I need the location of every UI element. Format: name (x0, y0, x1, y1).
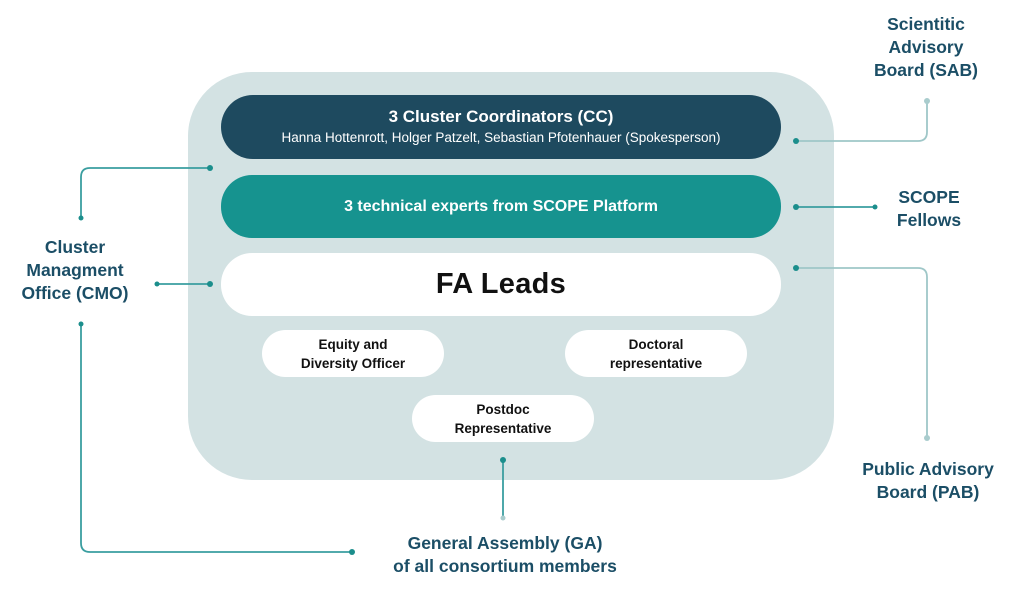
connector-cmo-fa-end-dot (207, 281, 213, 287)
connector-scope-fellows-start-dot (793, 204, 799, 210)
general-assembly-label: General Assembly (GA) of all consortium … (393, 533, 617, 576)
connector-cmo-top (80, 167, 210, 218)
pab-label: Public Advisory Board (PAB) (862, 459, 994, 502)
technical-experts-bar: 3 technical experts from SCOPE Platform (221, 175, 781, 238)
sab-label: Scientitic Advisory Board (SAB) (873, 14, 979, 80)
fa-leads-label: FA Leads (435, 268, 567, 300)
cluster-coordinators-members: Hanna Hottenrott, Holger Patzelt, Sebast… (281, 130, 721, 145)
connector-cmo-fa-start-dot (154, 281, 160, 287)
connector-pab-start-dot (793, 265, 799, 271)
connector-cmo-ga-start-dot (78, 321, 84, 327)
equity-officer-box: Equity and Diversity Officer (262, 330, 444, 377)
postdoc-representative-label: Postdoc Representative (454, 401, 552, 436)
connector-cmo-ga (80, 324, 352, 553)
connector-ga-start-dot (500, 457, 506, 463)
connector-sab (796, 101, 928, 142)
scope-fellows-label: SCOPE Fellows (896, 187, 962, 230)
connector-cmo-top-start-dot (207, 165, 213, 171)
connector-cmo-top-end-dot (78, 215, 84, 221)
cmo-label: Cluster Managment Office (CMO) (21, 237, 129, 303)
connector-cmo-ga-end-dot (349, 549, 355, 555)
connector-pab-end-dot (924, 435, 930, 441)
connector-sab-start-dot (793, 138, 799, 144)
technical-experts-label: 3 technical experts from SCOPE Platform (344, 197, 658, 215)
fa-leads-bar: FA Leads (221, 253, 781, 316)
cluster-coordinators-title: 3 Cluster Coordinators (CC) (388, 107, 614, 126)
doctoral-representative-box: Doctoral representative (565, 330, 747, 377)
connector-scope-fellows-end-dot (872, 204, 878, 210)
cluster-coordinators-bar: 3 Cluster Coordinators (CC) Hanna Hotten… (221, 95, 781, 159)
connector-ga-end-dot (500, 515, 506, 521)
postdoc-representative-box: Postdoc Representative (412, 395, 594, 442)
connector-pab (796, 267, 928, 438)
equity-officer-label: Equity and Diversity Officer (300, 336, 406, 371)
connector-sab-end-dot (924, 98, 930, 104)
doctoral-representative-label: Doctoral representative (609, 336, 703, 371)
